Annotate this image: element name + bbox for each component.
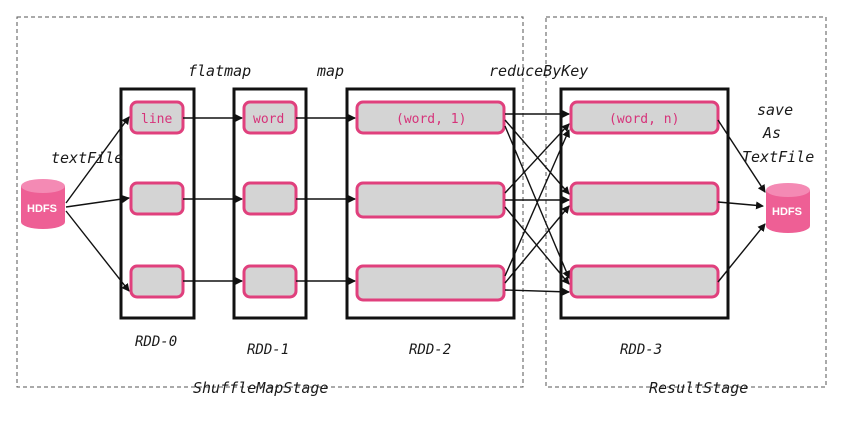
rdd-0-partition [129,264,185,299]
rdd-2-partition [355,100,506,135]
rdd-0-partition-text: line [141,112,172,127]
arrow [65,195,130,208]
shuffle-map-stage-box [16,16,524,388]
rdd-1-box [232,87,308,320]
map-label: map [316,62,344,80]
arrow [717,201,764,210]
rdd-0-box [119,87,196,320]
rdd-1-partition [242,264,298,299]
text-file-label: textFile [51,149,123,167]
rdd-3-partition [569,100,720,135]
save-as-text-file-label: TextFile [742,148,814,166]
arrow [717,119,766,193]
arrow [65,210,130,292]
arrow [65,116,130,204]
arrow [504,123,570,194]
rdd-3-partition-text: (word, n) [609,112,679,127]
rdd-3-caption: RDD-3 [620,342,662,358]
arrow [504,287,570,296]
rdd-3-partition [569,264,720,299]
hdfs-sink-icon [766,183,810,233]
arrow [504,129,570,277]
rdd-2-partition [355,264,506,302]
save-as-text-file-label: As [762,124,781,142]
arrow [717,223,766,283]
arrow [504,119,570,195]
hdfs-source-label: HDFS [27,203,57,215]
hdfs-source-icon [21,179,65,229]
rdd-3-partition [569,181,720,216]
rdd-1-partition-text: word [253,112,284,127]
rdd-1-partition [242,181,298,216]
shuffle-map-stage-title: ShuffleMapStage [193,379,328,397]
save-as-text-file-label: save [757,101,793,119]
rdd-2-box [345,87,516,320]
result-stage-box [545,16,827,388]
rdd-0-partition [129,181,185,216]
rdd-0-caption: RDD-0 [135,334,177,350]
rdd-2-partition [355,181,506,219]
hdfs-sink-label: HDFS [772,206,802,218]
rdd-1-caption: RDD-1 [247,342,289,358]
rdd-2-caption: RDD-2 [409,342,451,358]
reduce-by-key-label: reduceByKey [489,62,588,80]
arrow [504,205,570,284]
rdd-2-partition-text: (word, 1) [396,112,466,127]
result-stage-title: ResultStage [649,379,748,397]
flatmap-label: flatmap [188,62,251,80]
